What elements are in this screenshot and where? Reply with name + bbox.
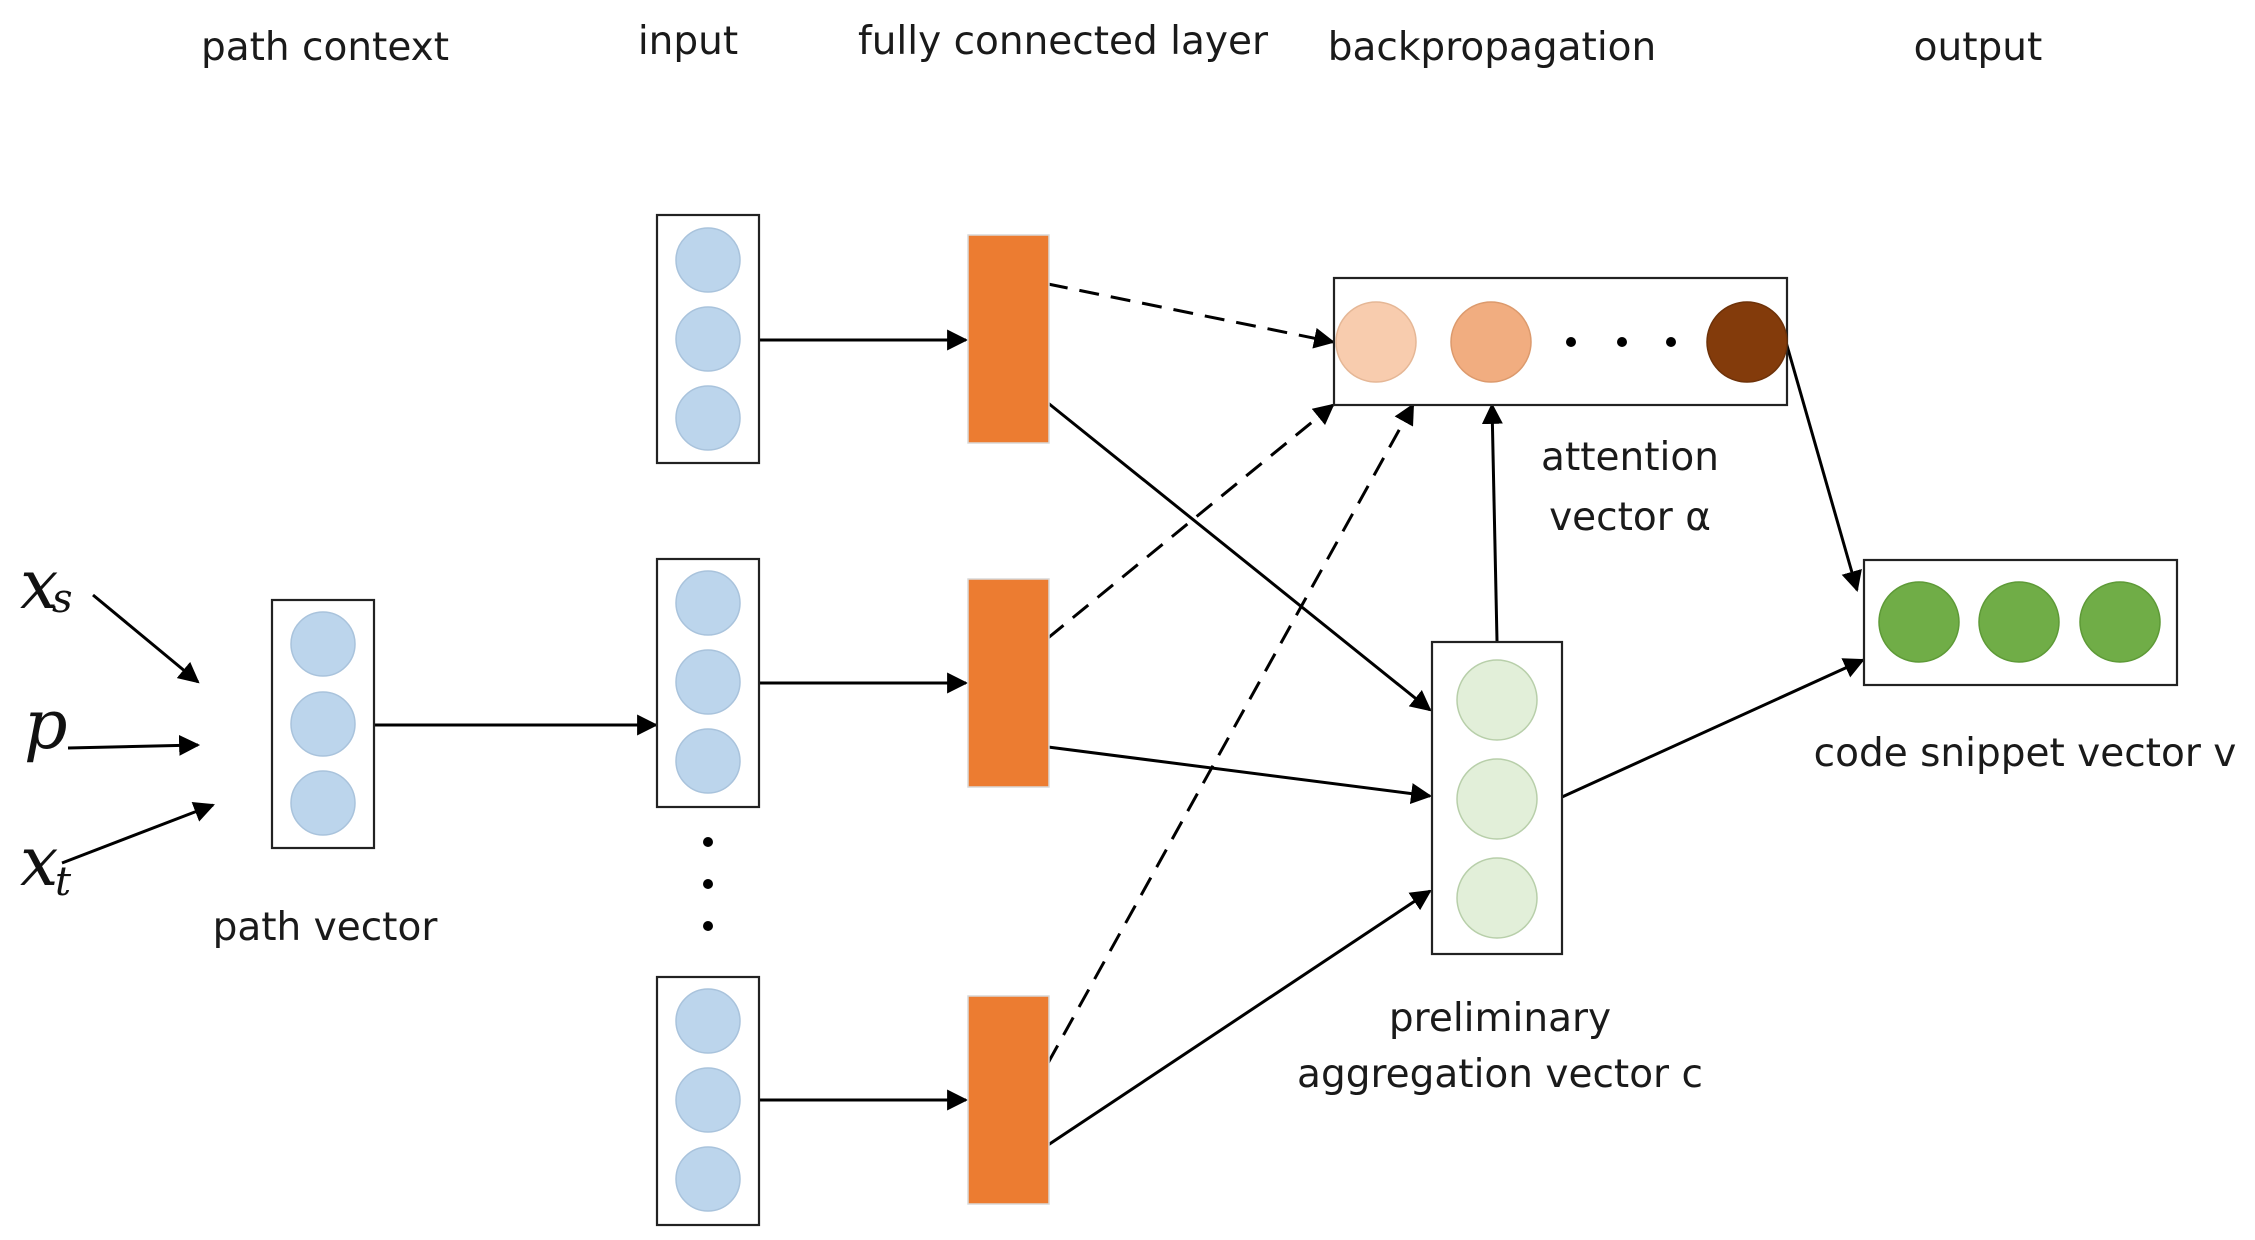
fc-block-2 [967, 578, 1050, 788]
edge-preliminary-to-output [1561, 658, 1865, 799]
path-vector-node [290, 691, 356, 757]
input-node [675, 570, 741, 636]
ellipsis-dot [1566, 337, 1576, 347]
path-vector-node [290, 611, 356, 677]
attention-node-light [1335, 301, 1417, 383]
input-node [675, 1067, 741, 1133]
header-input: input [638, 19, 738, 64]
edge-p-to-path-vector [67, 734, 201, 756]
edge-fc-2-to-preliminary [1047, 745, 1433, 805]
attention-node-dark [1706, 301, 1788, 383]
symbol-p: p [24, 686, 68, 765]
output-node [1978, 581, 2060, 663]
label-preliminary-line1: preliminary [1389, 996, 1611, 1041]
ellipsis-dot [1666, 337, 1676, 347]
ellipsis-dot [1617, 337, 1627, 347]
ellipsis-dot [703, 879, 713, 889]
fc-block-3 [967, 995, 1050, 1205]
symbol-x-t: x t [20, 823, 72, 905]
edge-fc-1-to-preliminary [1047, 401, 1432, 712]
output-node [2079, 581, 2161, 663]
ellipsis-dot [703, 837, 713, 847]
header-output: output [1914, 25, 2043, 70]
input-node [675, 649, 741, 715]
edge-xs-to-path-vector [92, 593, 200, 684]
input-node [675, 728, 741, 794]
label-preliminary-line2: aggregation vector c [1297, 1052, 1703, 1097]
input-node [675, 306, 741, 372]
edge-attention-to-output [1784, 341, 1862, 593]
header-backpropagation: backpropagation [1328, 25, 1657, 70]
fc-block-1 [967, 234, 1050, 444]
symbol-x-t-subscript: t [55, 859, 72, 905]
header-fully-connected-layer: fully connected layer [858, 19, 1269, 64]
input-node [675, 227, 741, 293]
input-node [675, 988, 741, 1054]
label-attention-line1: attention [1541, 435, 1719, 480]
input-node [675, 1146, 741, 1212]
input-vector-2 [655, 557, 761, 809]
edge-fc-3-to-preliminary [1047, 889, 1432, 1147]
header-path-context: path context [201, 25, 449, 70]
edge-fc-2-to-attention-dashed [1047, 403, 1335, 640]
label-attention-line2: vector α [1549, 495, 1711, 540]
edge-fc-3-to-attention-dashed [1046, 403, 1415, 1064]
ellipsis-dot [703, 921, 713, 931]
path-vector-node [290, 770, 356, 836]
output-node [1878, 581, 1960, 663]
symbol-x-s-base: x [20, 546, 58, 625]
input-ellipsis [703, 837, 713, 931]
symbol-x-s: x s [20, 546, 73, 625]
input-vector-1 [655, 213, 761, 465]
preliminary-aggregation-vector [1430, 640, 1564, 956]
symbol-x-s-subscript: s [52, 576, 73, 622]
symbol-x-t-base: x [20, 823, 58, 902]
attention-node-medium [1450, 301, 1532, 383]
input-node [675, 385, 741, 451]
preliminary-node [1456, 659, 1538, 741]
preliminary-node [1456, 857, 1538, 939]
input-vector-3 [655, 975, 761, 1227]
attention-vector [1332, 276, 1789, 407]
edge-xt-to-path-vector [61, 801, 215, 865]
label-code-snippet-vector: code snippet vector v [1814, 731, 2237, 776]
preliminary-node [1456, 758, 1538, 840]
edge-preliminary-to-attention [1481, 402, 1503, 642]
code-snippet-vector [1862, 558, 2179, 687]
edges [61, 282, 1865, 1147]
label-path-vector: path vector [213, 905, 439, 950]
path-vector [270, 598, 376, 850]
edge-fc-1-to-attention-dashed [1047, 282, 1336, 349]
